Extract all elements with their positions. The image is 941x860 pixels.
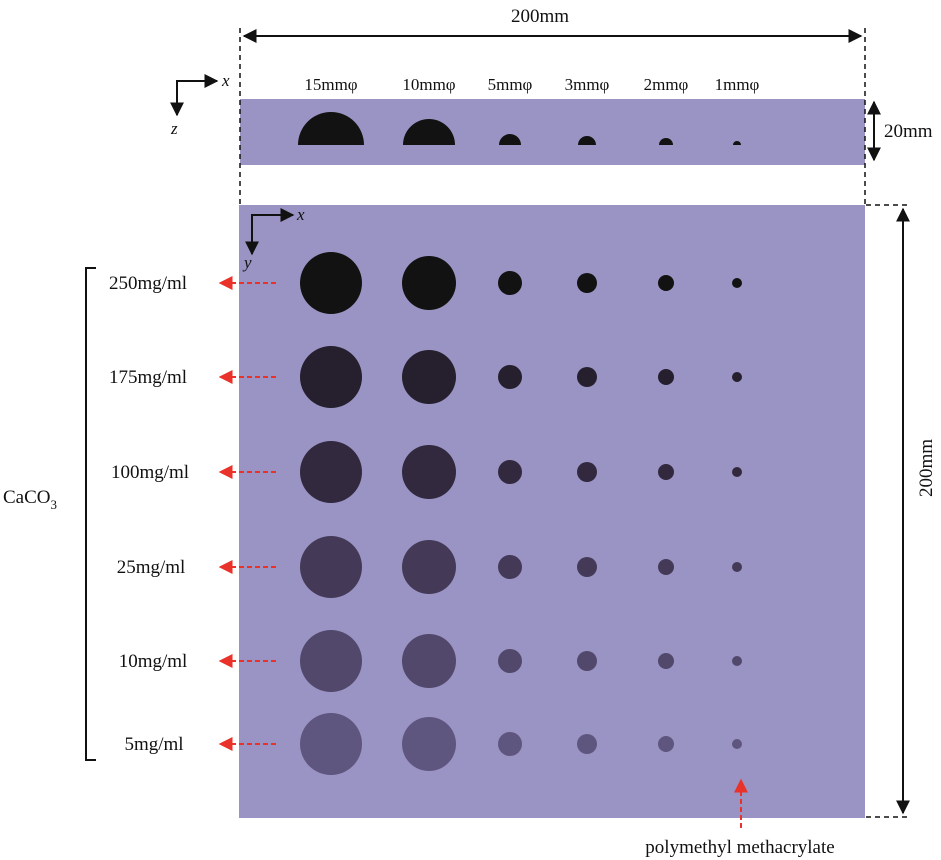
hole [300,441,362,503]
side-hole [578,136,596,145]
hole [402,256,456,310]
side-hole [499,134,521,145]
concentration-label: 100mg/ml [111,462,189,483]
hole [577,734,597,754]
width-dimension-label: 200mm [511,6,569,27]
hole [658,559,674,575]
hole [402,717,456,771]
concentration-label: 25mg/ml [117,557,186,578]
concentration-label: 175mg/ml [109,367,187,388]
hole [658,464,674,480]
hole [577,273,597,293]
hole [402,350,456,404]
diameter-labels: 15mmφ 10mmφ 5mmφ 3mmφ 2mmφ 1mmφ [304,75,759,94]
hole [658,653,674,669]
hole [577,367,597,387]
hole [577,651,597,671]
hole [498,271,522,295]
hole [732,562,742,572]
hole [658,275,674,291]
concentration-label: 250mg/ml [109,273,187,294]
diameter-label: 5mmφ [488,75,533,94]
hole [498,732,522,756]
side-hole [659,138,673,145]
hole [577,462,597,482]
hole [300,252,362,314]
concentration-bracket [85,267,96,761]
thickness-dimension-label: 20mm [884,121,933,142]
top-axis-x-label: x [221,71,230,90]
hole [498,365,522,389]
front-view-holes [300,252,742,775]
hole [732,467,742,477]
hole [300,536,362,598]
hole [732,739,742,749]
hole [732,656,742,666]
hole [658,736,674,752]
side-view-holes [298,112,741,145]
diameter-label: 1mmφ [715,75,760,94]
hole [300,713,362,775]
pmma-label: polymethyl methacrylate [645,837,834,858]
diameter-label: 2mmφ [644,75,689,94]
hole [300,630,362,692]
hole [658,369,674,385]
diameter-label: 15mmφ [304,75,357,94]
top-axis-z-label: z [170,119,178,138]
hole [732,372,742,382]
hole [577,557,597,577]
front-axis-y-label: y [242,253,252,272]
concentration-label: 10mg/ml [119,651,188,672]
diameter-label: 10mmφ [402,75,455,94]
front-axis-x-label: x [296,205,305,224]
side-hole [298,112,364,145]
hole [402,445,456,499]
side-hole [402,118,456,145]
height-dimension-label: 200mm [916,439,937,497]
material-label: CaCO3 [3,487,57,512]
hole [732,278,742,288]
hole [300,346,362,408]
hole [498,649,522,673]
hole [402,540,456,594]
hole [498,555,522,579]
hole [498,460,522,484]
hole [402,634,456,688]
side-hole [733,141,741,145]
concentration-label: 5mg/ml [124,734,183,755]
concentration-labels: 250mg/ml 175mg/ml 100mg/ml 25mg/ml 10mg/ml 5m… [109,273,276,755]
diameter-label: 3mmφ [565,75,610,94]
